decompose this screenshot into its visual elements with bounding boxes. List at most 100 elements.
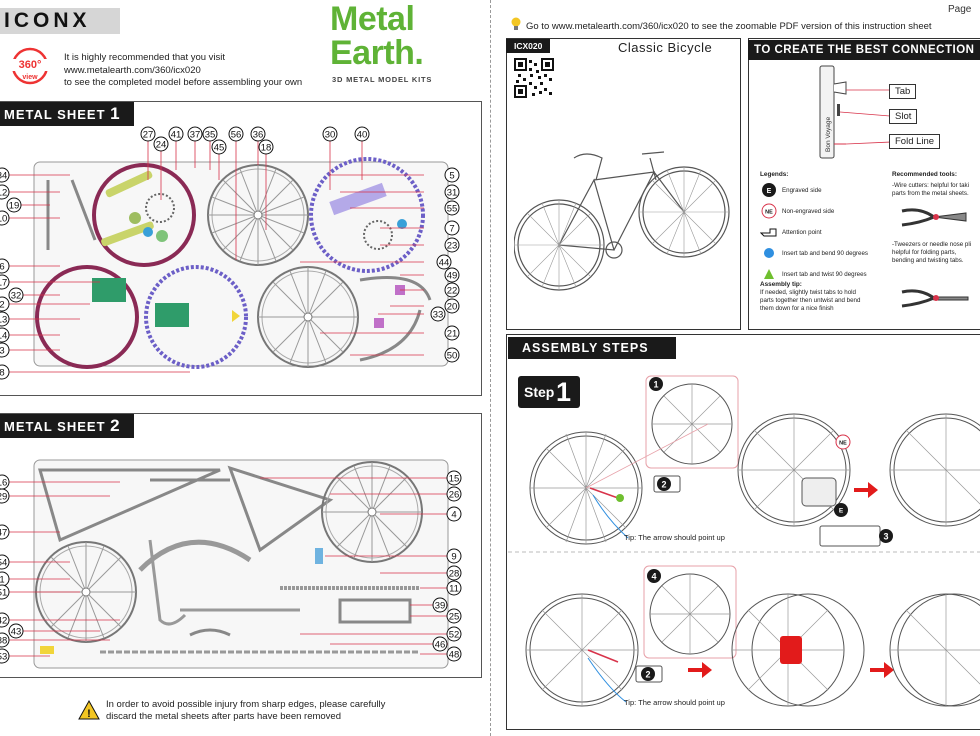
sheet1-title: METAL SHEET 1	[0, 102, 134, 126]
sheet1-panel	[0, 101, 482, 396]
visit-note: It is highly recommended that you visit …	[64, 52, 302, 90]
sheet2-panel	[0, 413, 482, 678]
step-badge: Step 1	[518, 376, 580, 408]
wire-cutters-icon	[901, 208, 967, 227]
part-label: 12	[0, 188, 7, 199]
part-label: 24	[156, 140, 167, 151]
assembly-steps-box	[506, 334, 980, 730]
label-slot: Slot	[889, 109, 918, 124]
callout-number: 3	[883, 532, 888, 542]
sheet1-right-labels: 5 31 55 7 23 44 49 22 20 33 21 50	[430, 167, 460, 363]
part-label: 52	[449, 630, 460, 641]
part-label: 55	[447, 204, 458, 215]
part-label: 15	[449, 474, 460, 485]
part-label: 41	[171, 130, 182, 141]
model-code: ICX020	[506, 39, 551, 53]
legend-item: Insert tab and bend 90 degrees	[760, 245, 890, 266]
visit-line: It is highly recommended that you visit	[64, 52, 226, 63]
sheet1-number: 1	[110, 104, 121, 123]
part-label: 3	[0, 346, 5, 357]
sheet1-left-labels: 34 12 19 10 6 17 32 2 13 14 3 8	[0, 167, 24, 380]
part-label: 10	[0, 214, 7, 225]
label-fold-line: Fold Line	[889, 134, 941, 149]
part-label: 50	[447, 351, 458, 362]
best-connection-box	[748, 38, 980, 330]
connection-diagram: Bon Voyage	[819, 65, 892, 159]
warning-line: In order to avoid possible injury from s…	[106, 699, 386, 710]
best-connection-title: TO CREATE THE BEST CONNECTION	[748, 40, 980, 60]
assembly-step1-diagram: 1 2 Tip: The arrow should point up NE E …	[508, 375, 980, 707]
part-label: 11	[449, 584, 459, 595]
step-number: 1	[556, 377, 572, 407]
legend-text: Insert tab and twist 90 degrees	[782, 271, 867, 278]
wheel-step-c	[889, 413, 980, 527]
page-divider	[490, 0, 492, 736]
tool-line: bending and twisting tabs.	[892, 257, 964, 264]
goto-note[interactable]: Go to www.metalearth.com/360/icx020 to s…	[526, 21, 932, 32]
part-label: 13	[0, 315, 7, 326]
part-label: 46	[435, 640, 446, 651]
tool-line: helpful for folding parts,	[892, 249, 957, 256]
part-label: 49	[447, 271, 458, 282]
part-label: 6	[0, 262, 5, 273]
part-label: 17	[0, 278, 7, 289]
step-word: Step	[524, 384, 555, 400]
e-badge: E	[839, 508, 844, 515]
part-label: 54	[0, 558, 7, 569]
sheet1-title-text: METAL SHEET	[4, 107, 106, 122]
svg-text:NE: NE	[765, 210, 773, 216]
tool-line: -Wire cutters: helpful for taki	[892, 182, 970, 189]
legend-item: NE Non-engraved side	[760, 203, 890, 224]
sheet2-diagram: 16 29 47 54 1 51 42 43 38 53 15 26 4 9 2…	[0, 459, 462, 669]
part-label: 48	[449, 650, 460, 661]
warning-icon: !	[78, 700, 100, 720]
tip-text: Tip: The arrow should point up	[624, 533, 725, 542]
visit-url[interactable]: www.metalearth.com/360/icx020	[64, 64, 201, 76]
brand-bar	[0, 8, 120, 34]
part-label: 28	[449, 569, 460, 580]
svg-text:E: E	[767, 188, 772, 195]
badge-top-text: 360°	[19, 59, 42, 71]
part-label: 19	[9, 201, 20, 212]
arrow-right-icon	[870, 662, 894, 678]
assembly-tip-line: them down for a nice finish	[760, 305, 834, 312]
wheel-step-d	[525, 593, 639, 707]
part-label: 5	[449, 171, 454, 182]
strip-text: Bon Voyage	[825, 117, 832, 152]
part-label: 38	[0, 636, 7, 647]
detail-wheel-1	[651, 383, 733, 465]
model-name: Classic Bicycle	[618, 40, 713, 55]
wheel-step-b	[737, 413, 851, 527]
part-label: 22	[447, 286, 458, 297]
sheet2-title-text: METAL SHEET	[4, 419, 106, 434]
green-triangle-icon	[764, 269, 774, 279]
legend-text: Insert tab and bend 90 degrees	[782, 250, 869, 257]
part-label: 14	[0, 331, 7, 342]
badge-bottom-text: view	[22, 74, 38, 81]
part-label: 36	[253, 130, 264, 141]
brand-name: ICONX	[4, 9, 91, 32]
assembly-tip-title: Assembly tip:	[760, 281, 802, 288]
non-engraved-icon: NE	[761, 203, 777, 219]
sheet1-leaders	[8, 138, 424, 373]
tools-title: Recommended tools:	[892, 171, 957, 178]
part-label: 40	[357, 130, 368, 141]
logo-subtitle: 3D METAL MODEL KITS	[332, 75, 433, 84]
part-label: 9	[451, 552, 456, 563]
visit-line: to see the completed model before assemb…	[64, 77, 303, 88]
sheet2-left-labels: 16 29 47 54 1 51 42 43 38 53	[0, 474, 24, 664]
callout-number: 4	[651, 572, 656, 582]
legend-text: Engraved side	[782, 187, 822, 194]
qr-code-icon[interactable]	[514, 58, 554, 98]
part-label: 51	[0, 588, 7, 599]
arrow-right-icon	[688, 662, 712, 678]
part-label: 47	[0, 528, 7, 539]
assembly-tip-line: parts together then untwist and bend	[760, 297, 861, 304]
part-label: 8	[0, 368, 5, 379]
part-label: 1	[0, 575, 5, 586]
view-360-icon: 360° view	[8, 47, 52, 85]
assembly-tip: Assembly tip: If needed, slightly twist …	[760, 281, 860, 313]
bicycle-illustration	[514, 151, 730, 291]
wheel-2	[257, 266, 359, 368]
tool-wire-cutters: -Wire cutters: helpful for taki parts fr…	[892, 182, 969, 198]
